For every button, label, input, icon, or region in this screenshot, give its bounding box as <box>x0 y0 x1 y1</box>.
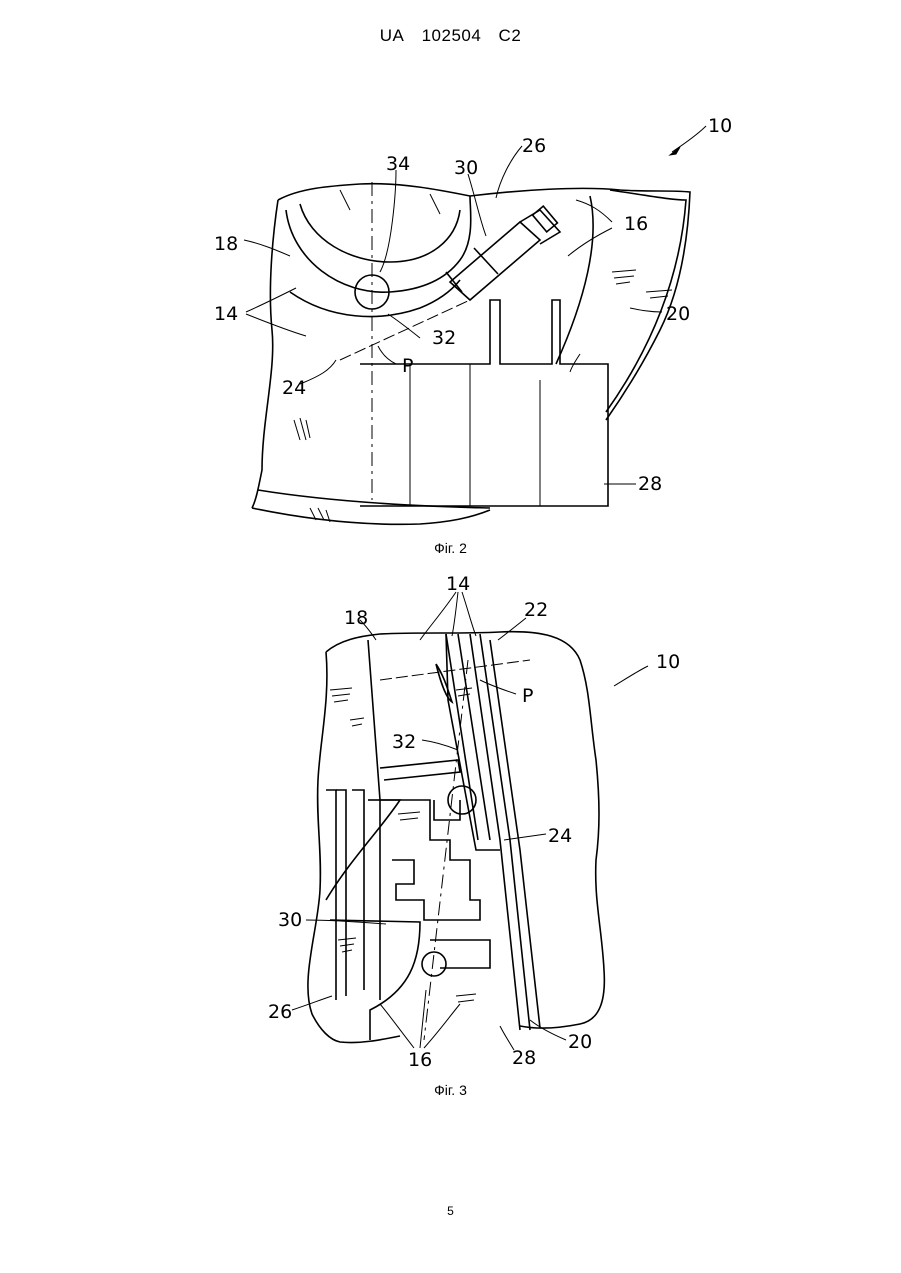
fig3-label-22: 22 <box>524 599 548 621</box>
figure-3-caption: Фіг. 3 <box>0 1082 901 1098</box>
fig3-body-26-lower <box>330 920 420 1040</box>
fig3-label-30: 30 <box>278 909 302 931</box>
fig3-body-26 <box>326 800 400 900</box>
fig3-label-14: 14 <box>446 573 470 595</box>
fig3-label-10: 10 <box>656 651 680 673</box>
fig3-plate-18 <box>368 640 380 1000</box>
page-number: 5 <box>0 1204 901 1218</box>
fig3-pivot-lens <box>436 664 452 702</box>
fig3-plane-line <box>380 660 530 680</box>
figure-3-drawing: 14 18 22 10 P 32 24 30 26 16 28 20 <box>0 0 901 1100</box>
fig3-label-20: 20 <box>568 1031 592 1053</box>
fig3-label-28: 28 <box>512 1047 536 1069</box>
fig3-label-32: 32 <box>392 731 416 753</box>
fig3-axis <box>424 660 468 1040</box>
fig3-label-24: 24 <box>548 825 572 847</box>
fig3-label-18: 18 <box>344 607 368 629</box>
fig3-shelf-32 <box>380 760 460 780</box>
fig3-label-P: P <box>522 685 533 707</box>
fig3-left-comb <box>326 790 380 1000</box>
fig3-label-16: 16 <box>408 1049 432 1071</box>
fig3-label-26: 26 <box>268 1001 292 1023</box>
